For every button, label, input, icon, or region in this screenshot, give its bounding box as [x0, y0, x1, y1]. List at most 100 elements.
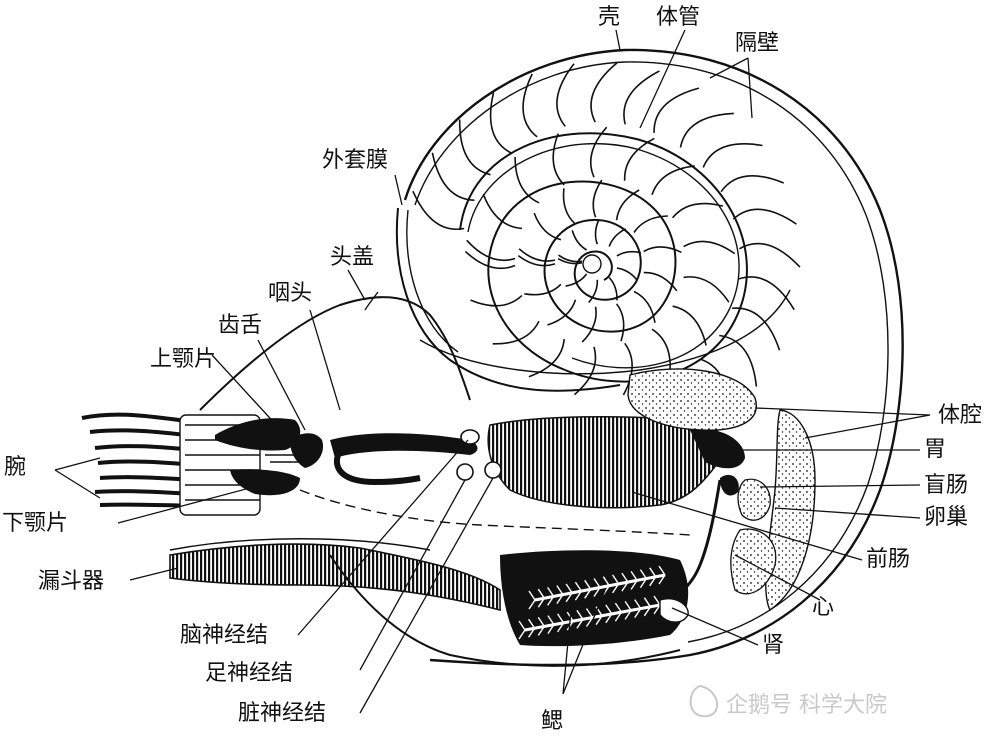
septum-line [720, 175, 785, 193]
watermark: 企鹅号 科学大院 [689, 684, 887, 718]
gills [518, 565, 666, 640]
visceral-ganglion [484, 461, 502, 479]
septum-line [719, 334, 758, 387]
labels: 壳 体管 隔壁 外套膜 头盖 咽头 齿舌 上颚片 腕 下颚片 漏斗器 脑神经结 … [2, 5, 982, 734]
phragmocone-spiral [459, 132, 748, 383]
gill-filament [639, 578, 647, 588]
gill-filament [614, 602, 622, 613]
label-caecum: 盲肠 [924, 473, 968, 498]
septum-line [533, 212, 562, 241]
upper-jaw [215, 418, 301, 451]
septum-line [482, 193, 522, 230]
outer-mantle [395, 207, 621, 392]
gill-filament [624, 601, 632, 611]
label-outer-mantle: 外套膜 [322, 148, 388, 173]
septum-line [588, 279, 599, 304]
septum-line [464, 250, 516, 270]
gill-filament [518, 620, 526, 631]
septum-line [616, 267, 639, 282]
septum-line [671, 202, 724, 219]
label-radula: 齿舌 [218, 313, 262, 338]
gill-filament [556, 585, 564, 595]
gill-filament [518, 629, 526, 640]
label-shell: 壳 [598, 5, 620, 30]
gill-filament [649, 567, 657, 578]
label-heart: 心 [812, 595, 834, 620]
gill-filament [547, 615, 555, 625]
septum-line [552, 133, 565, 186]
septum-line [458, 119, 491, 176]
penguin-logo-icon [689, 684, 718, 718]
septum-line [581, 306, 597, 343]
septum-line [492, 320, 540, 345]
gill-filament [528, 590, 536, 601]
gill-filament [643, 606, 651, 617]
leader-lines [54, 29, 931, 714]
septum-line [616, 250, 642, 257]
septum-line [562, 188, 577, 225]
septum-line [623, 70, 660, 125]
septum-line [528, 339, 565, 378]
gill-filament [614, 611, 622, 622]
shell-outer-wall [403, 48, 904, 667]
gill-filament [576, 609, 584, 620]
gill-filament [621, 572, 629, 583]
septum-line [653, 87, 700, 133]
gill-filament [630, 580, 638, 590]
gill-filament [537, 626, 545, 636]
siphuncle-tube [467, 142, 740, 369]
septum-line [643, 246, 682, 254]
label-pharynx: 咽头 [268, 281, 312, 306]
coelom [627, 368, 816, 612]
gill-filament [595, 615, 603, 626]
label-siphuncle: 体管 [656, 5, 700, 30]
septum-line [489, 92, 513, 155]
septum-line [679, 112, 734, 148]
septum-line [556, 63, 575, 127]
septum-line [517, 254, 556, 267]
body-chamber-line [419, 289, 791, 375]
gill-filament [634, 608, 642, 618]
gill-filament [653, 595, 661, 606]
label-arms: 腕 [4, 455, 26, 480]
gill-filament [528, 618, 536, 629]
septum-line [594, 219, 600, 245]
septum-line [514, 156, 540, 204]
gill-filament [565, 583, 573, 594]
septum-line [672, 305, 707, 346]
gill-filament [547, 587, 555, 597]
septum-line [643, 271, 678, 292]
gill-filament [605, 613, 613, 624]
gill-filament [585, 617, 594, 627]
label-pedal-ganglion: 足神经结 [205, 661, 293, 686]
septum-line [623, 137, 655, 181]
stomach [487, 415, 745, 509]
gill-filament [557, 622, 565, 633]
funnel [169, 538, 501, 612]
label-kidney: 肾 [762, 633, 784, 658]
gill-filament [557, 613, 565, 624]
gill-filament [585, 608, 594, 618]
septum-line [592, 179, 603, 218]
septum-line [622, 342, 633, 396]
septum-line [633, 215, 668, 233]
gill-filament [528, 627, 536, 638]
gill-filament [624, 610, 632, 620]
gill-filament [630, 571, 638, 581]
label-visceral-ganglion: 脏神经结 [238, 701, 326, 726]
septum-line [518, 248, 556, 262]
gill-filament [537, 617, 545, 627]
mantle-cavity [299, 489, 691, 667]
esophagus [330, 433, 478, 458]
gill-filament [584, 579, 592, 590]
label-hood: 头盖 [330, 245, 374, 270]
septum-line [466, 239, 516, 262]
septum-line [590, 126, 608, 178]
septum-line [470, 295, 523, 307]
label-foregut: 前肠 [866, 547, 910, 572]
septum-line [615, 189, 640, 221]
label-cerebral-ganglion: 脑神经结 [180, 623, 268, 648]
label-lower-jaw: 下颚片 [2, 511, 68, 536]
gill-filament [584, 588, 592, 599]
